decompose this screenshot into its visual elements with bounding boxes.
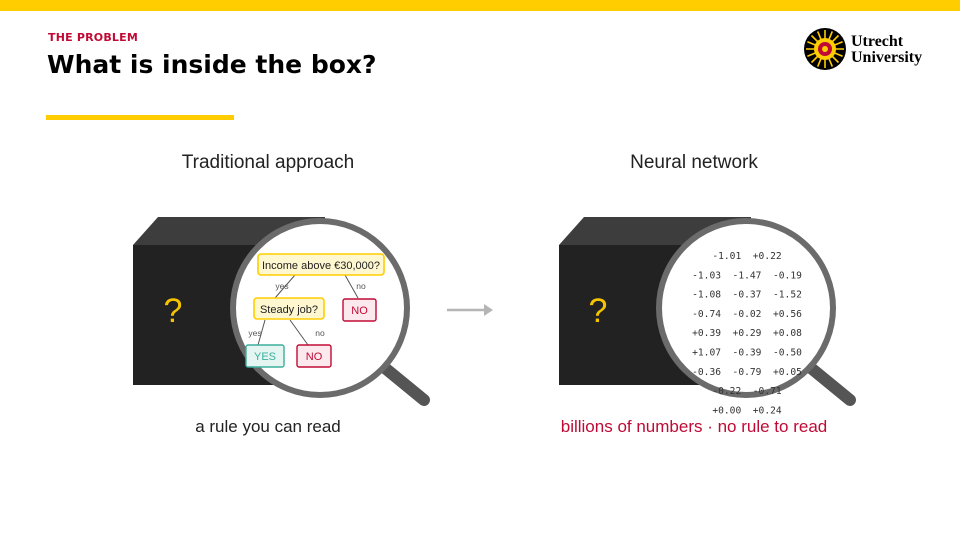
university-logo: Utrecht University	[803, 27, 933, 73]
left-caption: a rule you can read	[195, 417, 341, 436]
arrow-right-icon	[447, 304, 493, 316]
top-accent-bar	[0, 0, 960, 11]
tree-edges	[257, 274, 359, 346]
box-question-mark: ?	[164, 292, 183, 330]
right-caption: billions of numbers · no rule to read	[560, 417, 828, 436]
tree-root-node	[257, 253, 385, 276]
tree-root-label: Income above €30,000?	[262, 260, 380, 272]
weight-row: +1.07 -0.39 -0.50	[692, 348, 802, 359]
title-underline	[46, 115, 234, 120]
tree-mid-label: Steady job?	[260, 304, 318, 316]
magnifier-lens	[656, 218, 836, 398]
right-heading: Neural network	[630, 152, 758, 173]
weight-row: -1.03 -1.47 -0.19	[692, 270, 802, 281]
neural-network-scene: ? -1.01 +0.22 -1.03 -1.47 -0.19 -1.08 -0.3…	[559, 217, 856, 416]
section-kicker: THE PROBLEM	[48, 31, 138, 44]
box-question-mark: ?	[589, 292, 608, 330]
weight-row: -0.36 -0.79 +0.05	[692, 367, 802, 378]
tree-leaf-yes	[245, 344, 285, 368]
weight-row: +0.00 +0.24	[712, 405, 782, 416]
weights-matrix: -1.01 +0.22 -1.03 -1.47 -0.19 -1.08 -0.37 …	[692, 251, 802, 416]
weight-row: -0.22 -0.71	[712, 386, 782, 397]
slide-title: What is inside the box?	[47, 50, 377, 79]
edge-label-yes-2: yes	[248, 328, 261, 338]
tree-leaf-no-2-label: NO	[306, 351, 323, 363]
weight-row: -0.74 -0.02 +0.56	[692, 309, 802, 320]
weight-row: +0.39 +0.29 +0.08	[692, 328, 802, 339]
weight-row: -1.01 +0.22	[712, 251, 781, 262]
tree-leaf-no-1-label: NO	[351, 305, 368, 317]
tree-mid-node	[253, 297, 325, 320]
logo-line-1: Utrecht	[851, 33, 904, 50]
edge-label-yes-1: yes	[275, 281, 288, 291]
edge-label-no-1: no	[356, 281, 366, 291]
weight-row: -1.08 -0.37 -1.52	[692, 290, 802, 301]
sun-emblem-icon	[804, 28, 846, 70]
edge-label-no-2: no	[315, 328, 325, 338]
tree-leaf-no-1	[342, 298, 377, 322]
logo-line-2: University	[851, 49, 923, 66]
traditional-scene: ? Income above €30,000? yes no Steady jo…	[133, 217, 430, 406]
tree-leaf-no-2	[296, 344, 332, 368]
left-heading: Traditional approach	[181, 152, 355, 173]
tree-leaf-yes-label: YES	[254, 351, 276, 363]
